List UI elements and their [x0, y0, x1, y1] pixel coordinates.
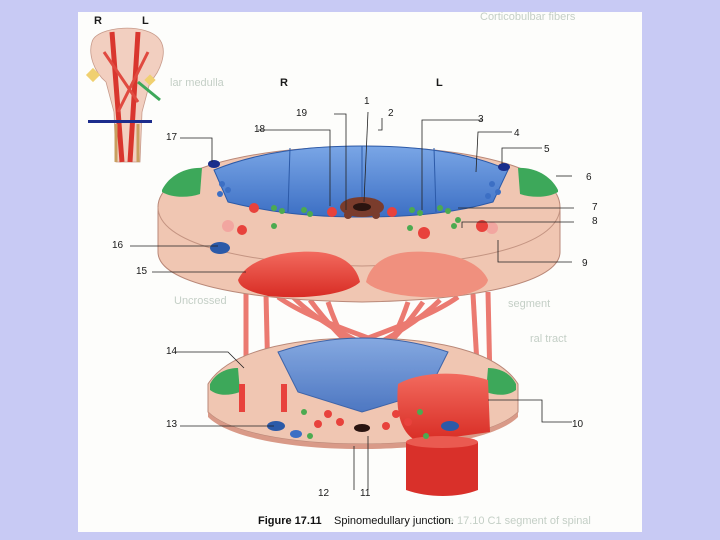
- callout-9: 9: [582, 258, 588, 269]
- brainstem-thumbnail: R L: [86, 15, 163, 162]
- lower-cross-section: [208, 338, 518, 496]
- callout-10: 10: [572, 419, 584, 430]
- callout-16: 16: [112, 240, 124, 251]
- callout-7: 7: [592, 202, 598, 213]
- upper-cross-section: [158, 146, 560, 302]
- callout-6-upper: 6: [586, 172, 592, 183]
- callout-15: 15: [136, 266, 148, 277]
- callout-8: 8: [592, 216, 598, 227]
- callout-17: 17: [166, 132, 178, 143]
- callout-18: 18: [254, 124, 266, 135]
- callout-3: 3: [478, 114, 484, 125]
- figure-caption-number: Figure 17.11: [258, 515, 322, 527]
- side-left-label: L: [436, 77, 443, 89]
- callout-5: 5: [544, 144, 550, 155]
- callout-12: 12: [318, 488, 330, 499]
- callout-11: 11: [360, 488, 371, 499]
- thumb-right-label: R: [94, 15, 102, 27]
- callout-14: 14: [166, 346, 178, 357]
- callout-19: 19: [296, 108, 308, 119]
- bleed-text-top: Corticobulbar fibers: [480, 12, 576, 23]
- callout-1: 1: [364, 96, 370, 107]
- bleed-text-segment: segment: [508, 298, 550, 310]
- bleed-text-medulla: lar medulla: [170, 77, 225, 89]
- callout-13: 13: [166, 419, 178, 430]
- bleed-text-bottom: ure 17.10 C1 segment of spinal: [438, 515, 591, 527]
- side-right-label: R: [280, 77, 288, 89]
- callout-4: 4: [514, 128, 520, 139]
- figure-caption-text: Spinomedullary junction.: [334, 515, 454, 527]
- thumb-left-label: L: [142, 15, 149, 27]
- spinomedullary-diagram: Corticobulbar fibers lar medulla Uncross…: [78, 12, 642, 532]
- bleed-text-uncrossed: Uncrossed: [174, 295, 227, 307]
- textbook-figure-photo: Corticobulbar fibers lar medulla Uncross…: [78, 12, 642, 532]
- bleed-text-tract: ral tract: [530, 333, 567, 345]
- callout-2: 2: [388, 108, 394, 119]
